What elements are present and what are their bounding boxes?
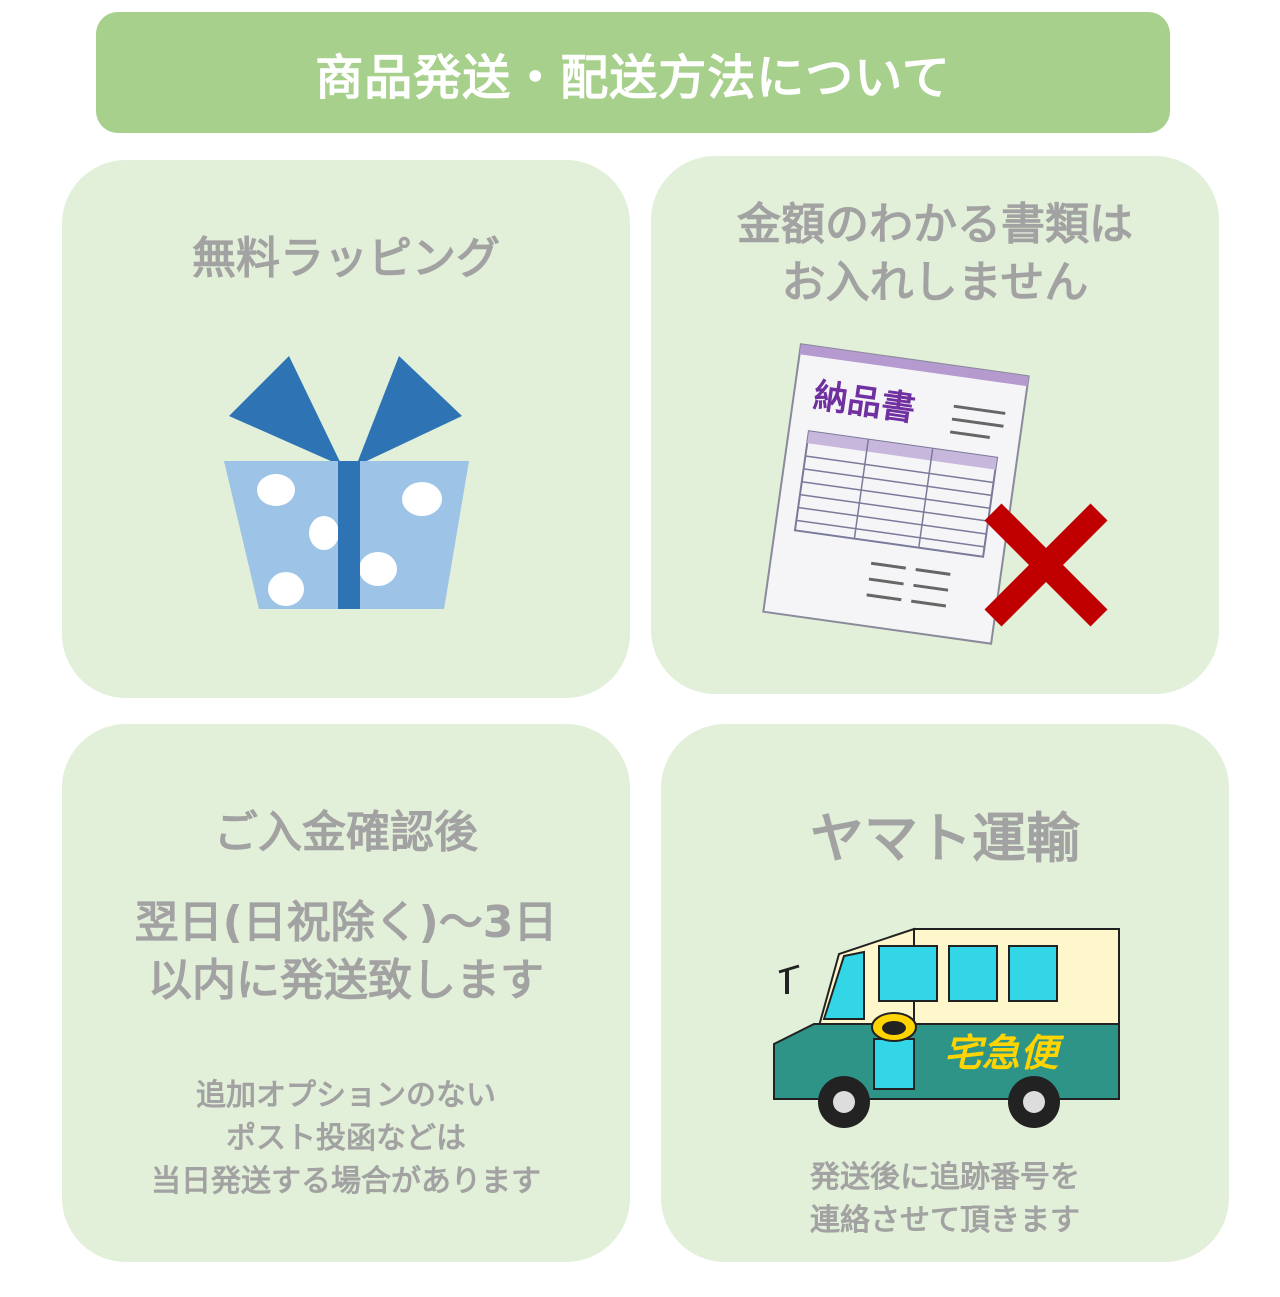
truck-label: 宅急便 xyxy=(944,1031,1065,1075)
shipping-main-text: 翌日(日祝除く)～3日 以内に発送致します xyxy=(134,897,558,1006)
gift-icon xyxy=(224,356,469,609)
delivery-truck-icon: 宅急便 xyxy=(773,927,1120,1128)
shipping-note-text: 追加オプションのない ポスト投函などは 当日発送する場合があります xyxy=(151,1078,541,1199)
card-title-wrapping: 無料ラッピング xyxy=(192,233,500,284)
cross-icon xyxy=(984,503,1108,627)
page-title: 商品発送・配送方法について xyxy=(315,49,951,106)
invoice-icon: 納品書 xyxy=(762,343,1030,645)
card-free-wrapping: 無料ラッピング xyxy=(62,160,630,698)
card-title-shipping: ご入金確認後 xyxy=(214,807,478,858)
card-shipping-timing: ご入金確認後 翌日(日祝除く)～3日 以内に発送致します 追加オプションのない … xyxy=(62,724,630,1262)
card-no-documents: 金額のわかる書類は お入れしません 納品書 xyxy=(651,156,1219,694)
card-title-documents: 金額のわかる書類は お入れしません xyxy=(737,199,1133,308)
carrier-note-text: 発送後に追跡番号を 連絡させて頂きます xyxy=(810,1160,1080,1238)
card-title-carrier: ヤマト運輸 xyxy=(810,807,1080,870)
card-carrier: ヤマト運輸 宅急便 発送後に追跡番号を 連絡させて頂きます xyxy=(661,724,1229,1262)
header-banner: 商品発送・配送方法について xyxy=(96,12,1170,133)
